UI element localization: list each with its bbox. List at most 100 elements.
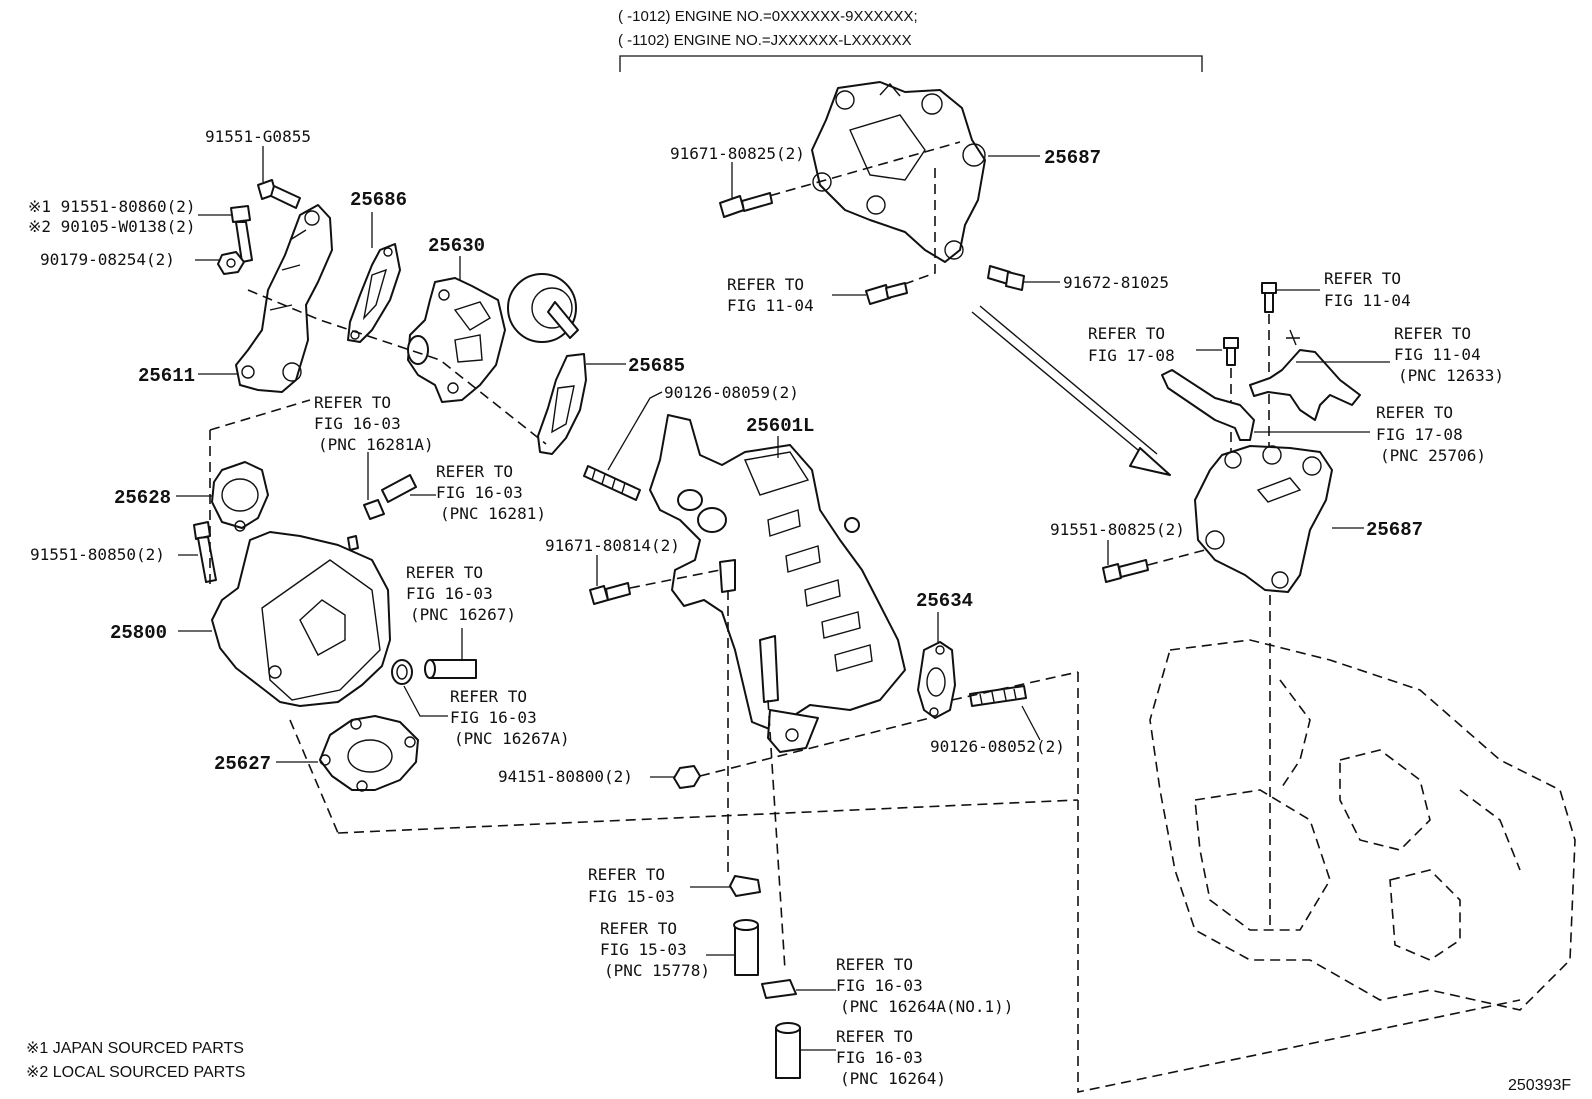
gasket-25634[interactable] [917, 641, 956, 719]
bolt-91551-G0855[interactable] [257, 179, 301, 209]
label-91551-80825: 91551-80825(2) [1050, 520, 1185, 539]
bolt-91551-80825[interactable] [1102, 559, 1149, 583]
bracket-25687-lower[interactable] [1194, 445, 1333, 593]
guide-94151 [699, 717, 931, 777]
refer-17-08-a-l2: FIG 17-08 [1088, 346, 1175, 365]
refer-17-08-a-l1: REFER TO [1088, 324, 1165, 343]
refer-16281A-l2: FIG 16-03 [314, 414, 401, 433]
header-line-2: ( -1102) ENGINE NO.=JXXXXXX-LXXXXXX [618, 32, 912, 49]
refer-16267-l2: FIG 16-03 [406, 584, 493, 603]
header-line-1: ( -1012) ENGINE NO.=0XXXXXX-9XXXXXX; [618, 8, 918, 25]
refer-11-04-right-l1: REFER TO [1324, 269, 1401, 288]
label-90179-08254: 90179-08254(2) [40, 250, 175, 269]
hose-pnc-15778[interactable] [733, 919, 759, 976]
hose-pnc-16267[interactable] [424, 659, 477, 679]
egr-cooler-25601L[interactable] [649, 414, 906, 753]
engine-block [1149, 639, 1576, 1011]
gasket-25686[interactable] [347, 243, 401, 343]
part-number-25601L: 25601L [746, 415, 814, 437]
refer-11-04-c-l3: (PNC 12633) [1398, 366, 1504, 385]
guide-left-assembly [247, 289, 547, 445]
label-91551-80860: ※1 91551-80860(2) [28, 197, 196, 216]
refer-16267-l1: REFER TO [406, 563, 483, 582]
refer-16267A-l1: REFER TO [450, 687, 527, 706]
clamp-pnc-16281A[interactable] [363, 499, 385, 520]
bracket-25687-upper[interactable] [811, 81, 986, 263]
part-number-25628: 25628 [114, 487, 171, 509]
bolt-91551-80860[interactable] [230, 205, 253, 263]
part-number-25687-upper: 25687 [1044, 147, 1101, 169]
bolt-refer-fig-11-04-right[interactable] [1261, 282, 1277, 313]
guide-25627 [289, 719, 339, 834]
header-bracket [619, 55, 1203, 72]
part-number-25800: 25800 [110, 622, 167, 644]
label-90105-W0138: ※2 90105-W0138(2) [28, 217, 196, 236]
refer-16281-l1: REFER TO [436, 462, 513, 481]
gasket-25627[interactable] [319, 715, 419, 792]
refer-16281-l3: (PNC 16281) [440, 504, 546, 523]
nut-90179-08254[interactable] [217, 251, 245, 275]
label-91551-80850: 91551-80850(2) [30, 545, 165, 564]
clamp-fig-15-03[interactable] [729, 875, 761, 897]
part-number-25627: 25627 [214, 753, 271, 775]
egr-valve-body[interactable] [507, 273, 579, 343]
egr-valve-25800[interactable] [211, 531, 391, 707]
refer-11-04-c-l2: FIG 11-04 [1394, 345, 1481, 364]
footnote-local-sourced: ※2 LOCAL SOURCED PARTS [26, 1064, 245, 1081]
hose-pnc-16264[interactable] [775, 1022, 801, 1079]
refer-16281-l2: FIG 16-03 [436, 483, 523, 502]
refer-11-04-c-l1: REFER TO [1394, 324, 1471, 343]
refer-11-04-right-l2: FIG 11-04 [1324, 291, 1411, 310]
label-91671-80825: 91671-80825(2) [670, 144, 805, 163]
guide-90126-08052 [951, 671, 1079, 701]
part-25630[interactable] [407, 277, 506, 403]
part-number-25634: 25634 [916, 590, 973, 612]
refer-15-03-l1: REFER TO [588, 865, 665, 884]
guide-refer-1104 [887, 168, 936, 291]
bolt-91551-80850[interactable] [193, 521, 217, 583]
part-number-25686: 25686 [350, 189, 407, 211]
guide-bottom-hose-2 [767, 699, 786, 971]
bracket-pnc-12633[interactable] [1249, 329, 1361, 421]
part-number-25687-lower: 25687 [1366, 519, 1423, 541]
guide-engine-box [1077, 672, 1521, 1093]
bracket-pnc-25706[interactable] [1161, 369, 1255, 441]
clamp-pnc-16267A[interactable] [391, 659, 413, 685]
refer-17-08-b-l1: REFER TO [1376, 403, 1453, 422]
refer-16267A-l2: FIG 16-03 [450, 708, 537, 727]
refer-15778-l2: FIG 15-03 [600, 940, 687, 959]
refer-11-04-center-l2: FIG 11-04 [727, 296, 814, 315]
footnote-japan-sourced: ※1 JAPAN SOURCED PARTS [26, 1040, 244, 1057]
label-91551-G0855: 91551-G0855 [205, 127, 311, 146]
part-25611[interactable] [235, 204, 333, 393]
figure-id: 250393F [1508, 1077, 1571, 1094]
bolt-91672-81025[interactable] [987, 265, 1025, 291]
hose-pnc-16281[interactable] [381, 474, 417, 503]
gasket-25628[interactable] [211, 461, 269, 532]
stud-90126-08059[interactable] [583, 465, 641, 501]
refer-16281A-l3: (PNC 16281A) [318, 435, 434, 454]
bolt-refer-fig-17-08-right[interactable] [1223, 337, 1239, 366]
bolt-91671-80825[interactable] [719, 192, 773, 218]
refer-16264-l2: FIG 16-03 [836, 1048, 923, 1067]
refer-15778-l3: (PNC 15778) [604, 961, 710, 980]
label-90126-08052: 90126-08052(2) [930, 737, 1065, 756]
nut-94151-80800[interactable] [673, 765, 701, 789]
part-number-25685: 25685 [628, 355, 685, 377]
bolt-91671-80814[interactable] [589, 582, 631, 605]
part-number-25611: 25611 [138, 365, 195, 387]
guide-25687-upper-bolt [754, 141, 961, 201]
stud-90126-08052[interactable] [969, 685, 1027, 707]
clamp-pnc-16264A[interactable] [761, 979, 797, 999]
refer-16264-l3: (PNC 16264) [840, 1069, 946, 1088]
refer-16264A-l1: REFER TO [836, 955, 913, 974]
guide-25687-lower-bolt [1147, 549, 1206, 566]
refer-16267A-l3: (PNC 16267A) [454, 729, 570, 748]
bolt-refer-fig-11-04-center[interactable] [865, 282, 908, 305]
refer-17-08-b-l3: (PNC 25706) [1380, 446, 1486, 465]
refer-16267-l3: (PNC 16267) [410, 605, 516, 624]
gasket-25685[interactable] [537, 353, 587, 455]
label-91672-81025: 91672-81025 [1063, 273, 1169, 292]
